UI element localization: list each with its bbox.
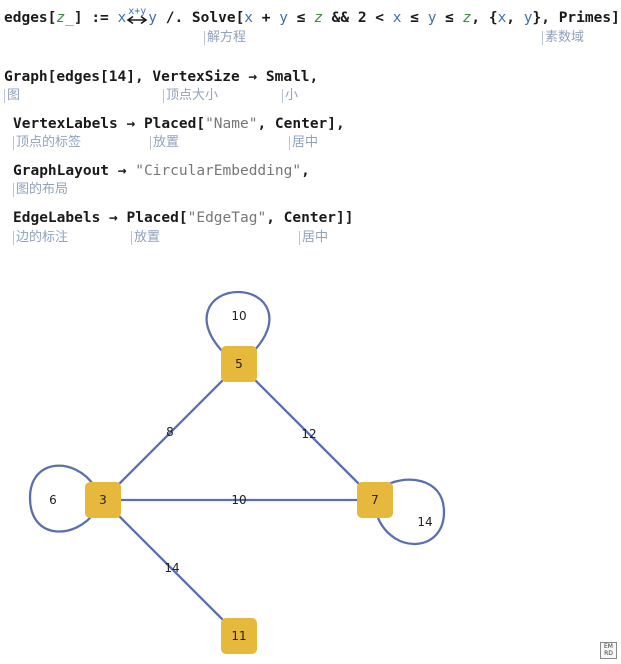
code-line-3[interactable]: VertexLabels → Placed["Name", Center], (13, 115, 345, 133)
graph-edges (28, 290, 446, 637)
annotation-placed-2: 放置 (131, 231, 160, 245)
edge-labels: 10 8 12 6 10 14 14 (49, 309, 432, 575)
and-operator: && 2 < (322, 10, 393, 26)
code-line-5[interactable]: EdgeLabels → Placed["EdgeTag", Center]] (13, 209, 354, 227)
edge-labels-option: EdgeLabels → Placed[ (13, 210, 188, 226)
vertex-label-7: 7 (371, 493, 379, 507)
graph-output[interactable]: 10 8 12 6 10 14 14 5 3 7 11 (0, 280, 621, 664)
replace-all-operator: /. (156, 10, 192, 26)
var-list-y: y (523, 10, 533, 26)
annotation-placed-1: 放置 (150, 136, 179, 150)
edge-loop-3 (28, 464, 96, 533)
annotation-graph-layout: 图的布局 (13, 183, 68, 197)
code-line-4[interactable]: GraphLayout → "CircularEmbedding", (13, 162, 310, 180)
badge-line-2: RD (604, 650, 613, 657)
double-arrow-icon (126, 15, 148, 25)
edge-label-loop-3: 6 (49, 493, 57, 507)
solve-bracket: [ (235, 10, 245, 26)
edgetag-string: "EdgeTag" (187, 210, 267, 226)
vertex-label-5: 5 (235, 357, 243, 371)
edge-5-7 (238, 363, 376, 501)
bracket-close: ] (73, 10, 83, 26)
vertex-3[interactable]: 3 (85, 482, 121, 518)
edge-label-5-7: 12 (301, 427, 316, 441)
cond-y2: y (427, 10, 437, 26)
var-list-open: , { (471, 10, 498, 26)
circular-embedding-string: "CircularEmbedding" (135, 163, 302, 179)
edge-loop-5 (205, 290, 271, 356)
solve-function: Solve (191, 10, 236, 26)
var-list-x: x (497, 10, 507, 26)
pattern-z: z_ (56, 10, 74, 26)
cond-z: z (314, 10, 323, 26)
set-delayed-operator: := (82, 10, 118, 26)
edge-label-3-7: 10 (231, 493, 246, 507)
primes-domain: }, Primes] (532, 10, 620, 26)
bracket-open: [ (47, 10, 57, 26)
annotation-vertex-size: 顶点大小 (163, 89, 218, 103)
annotation-graph: 图 (4, 89, 20, 103)
edge-label-5-3: 8 (166, 425, 174, 439)
edge-label-loop-5: 10 (231, 309, 246, 323)
edges-symbol: edges (4, 10, 48, 26)
badge-line-1: EM (604, 643, 613, 650)
name-string: "Name" (205, 116, 258, 132)
annotation-solve: 解方程 (204, 31, 246, 45)
edge-5-3 (102, 363, 240, 501)
vertex-5[interactable]: 5 (221, 346, 257, 382)
le-operator-3: ≤ (436, 10, 463, 26)
center-position: , Center], (257, 116, 345, 132)
center-position-2: , Center]] (266, 210, 354, 226)
edge-tag-expression: x+y (128, 6, 147, 17)
edge-label-3-11: 14 (164, 561, 179, 575)
vertex-11[interactable]: 11 (221, 618, 257, 654)
vertex-label-11: 11 (231, 629, 246, 643)
plus-operator: + (253, 10, 280, 26)
cond-y: y (279, 10, 288, 26)
vertex-label-3: 3 (99, 493, 107, 507)
cond-x2: x (392, 10, 402, 26)
vertex-7[interactable]: 7 (357, 482, 393, 518)
le-operator-2: ≤ (401, 10, 428, 26)
edge-3-11 (102, 499, 240, 637)
annotation-edge-labels: 边的标注 (13, 231, 68, 245)
edge-label-loop-7: 14 (417, 515, 432, 529)
cond-x: x (244, 10, 254, 26)
annotation-small: 小 (282, 89, 298, 103)
var-y: y (148, 10, 157, 26)
directed-edge-operator: x+y (126, 6, 148, 27)
var-x: x (117, 10, 127, 26)
graph-layout-option: GraphLayout → (13, 163, 136, 179)
graph-vertices: 5 3 7 11 (85, 346, 393, 654)
var-list-comma: , (506, 10, 524, 26)
comma: , (301, 163, 310, 179)
cond-z2: z (462, 10, 472, 26)
le-operator: ≤ (287, 10, 315, 26)
code-line-2[interactable]: Graph[edges[14], VertexSize → Small, (4, 69, 319, 85)
annotation-primes: 素数域 (542, 31, 584, 45)
edge-loop-7 (376, 478, 446, 546)
annotation-vertex-labels: 顶点的标签 (13, 136, 81, 150)
annotation-center-2: 居中 (299, 231, 328, 245)
emrd-badge-icon[interactable]: EM RD (600, 642, 617, 659)
vertex-labels-option: VertexLabels → Placed[ (13, 116, 206, 132)
annotation-center-1: 居中 (289, 136, 318, 150)
